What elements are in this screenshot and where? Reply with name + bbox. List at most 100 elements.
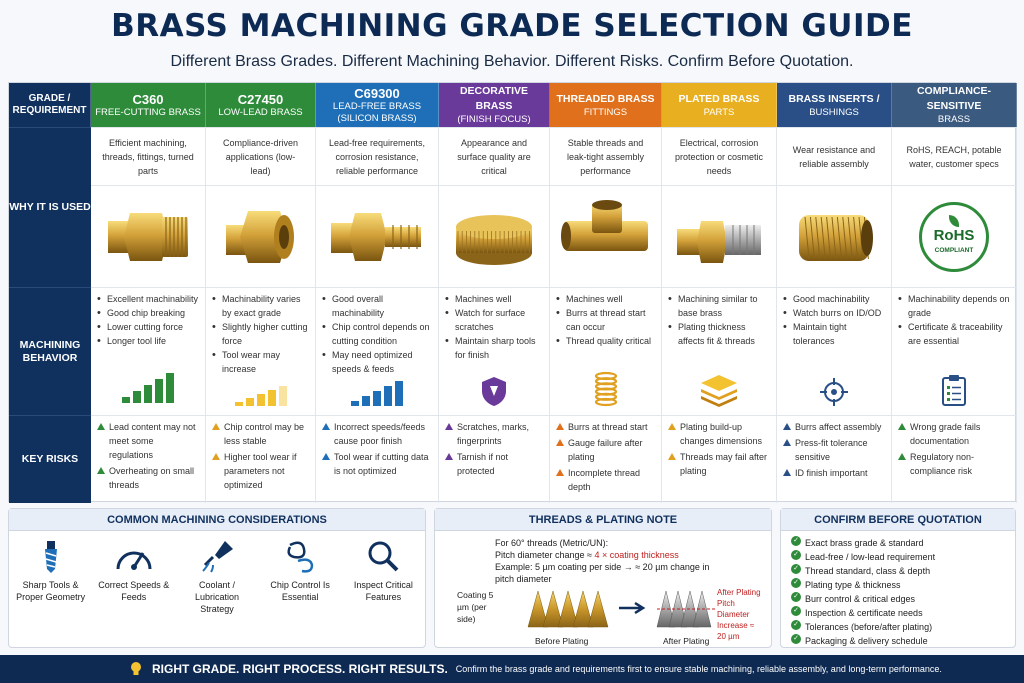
consideration-label: Correct Speeds & Feeds: [98, 580, 170, 602]
behavior-item: Good overall machinability: [322, 292, 432, 320]
consideration-item: Coolant / Lubrication Strategy: [177, 539, 257, 615]
coating-label: Coating 5 µm (per side): [457, 590, 494, 624]
before-plating-label: Before Plating: [535, 636, 589, 646]
risk-item: Wrong grade fails documentation: [898, 420, 1010, 448]
behavior-content: Excellent machinabilityGood chip breakin…: [97, 292, 199, 411]
grade-header-6: BRASS INSERTS /BUSHINGS: [777, 83, 892, 127]
behavior-content: Machinability varies by exact gradeSligh…: [212, 292, 309, 411]
risk-item: ID finish important: [783, 466, 885, 480]
behavior-item: Burrs at thread start can occur: [556, 306, 655, 334]
behavior-list: Excellent machinabilityGood chip breakin…: [97, 292, 199, 348]
insert-bushing-image: [789, 197, 879, 277]
note-line3: Example: 5 µm coating per side → ≈ 20 µm…: [495, 562, 710, 584]
shield-icon: [445, 375, 543, 407]
behavior-list: Machining similar to base brassPlating t…: [668, 292, 770, 348]
behavior-item: Longer tool life: [97, 334, 199, 348]
c27450-fitting-image: [218, 197, 304, 277]
behavior-item: Machines well: [445, 292, 543, 306]
after-plating-annotation: After Plating Pitch Diameter Increase ≈ …: [717, 587, 761, 642]
behavior-item: Certificate & traceability are essential: [898, 320, 1010, 348]
risk-item: Overheating on small threads: [97, 464, 199, 492]
image-cell-1: [206, 185, 316, 287]
why-cell-4: Stable threads and leak-tight assembly p…: [550, 127, 662, 185]
rohs-sub: COMPLIANT: [934, 247, 974, 254]
grade-header-line1: THREADED BRASS: [556, 92, 655, 105]
image-cell-3: [439, 185, 550, 287]
why-cell-1: Compliance-driven applications (low-lead…: [206, 127, 316, 185]
plating-diagram: Coating 5 µm (per side) After Plating Pi…: [445, 587, 761, 649]
behavior-list: Machinability depends on gradeCertificat…: [898, 292, 1010, 348]
consideration-label: Inspect Critical Features: [353, 580, 413, 602]
decorative-cap-image: [449, 197, 539, 277]
grade-header-line2: LEAD-FREE BRASS (SILICON BRASS): [332, 100, 422, 124]
risk-item: Higher tool wear if parameters not optim…: [212, 450, 309, 492]
page-subtitle: Different Brass Grades. Different Machin…: [170, 53, 854, 70]
threads-note-title: THREADS & PLATING NOTE: [435, 509, 771, 531]
behavior-content: Machinability depends on gradeCertificat…: [898, 292, 1010, 411]
consideration-label: Chip Control Is Essential: [270, 580, 330, 602]
behavior-content: Machines wellWatch for surface scratches…: [445, 292, 543, 411]
behavior-item: Maintain tight tolerances: [783, 320, 885, 348]
behavior-item: May need optimized speeds & feeds: [322, 348, 432, 376]
bar-chart-yellow-icon: [212, 376, 309, 410]
why-cell-6: Wear resistance and reliable assembly: [777, 127, 892, 185]
row-label-why: WHY IT IS USED: [9, 127, 91, 287]
rohs-badge: RoHS COMPLIANT: [919, 201, 989, 272]
note-line1: For 60° threads (Metric/UN):: [495, 538, 609, 548]
gauge-icon: [94, 539, 174, 573]
tee-fitting-image: [558, 197, 654, 277]
confirm-item: Packaging & delivery schedule: [791, 634, 1005, 648]
why-cell-3: Appearance and surface quality are criti…: [439, 127, 550, 185]
image-cell-5: [662, 185, 777, 287]
plated-fitting-image: [671, 197, 767, 277]
consideration-label: Sharp Tools & Proper Geometry: [16, 580, 86, 602]
footer-banner: RIGHT GRADE. RIGHT PROCESS. RIGHT RESULT…: [0, 655, 1024, 683]
grade-header-3: DECORATIVE BRASS(FINISH FOCUS): [439, 83, 550, 127]
behavior-cell-6: Good machinabilityWatch burrs on ID/ODMa…: [777, 287, 892, 415]
magnifier-icon: [343, 539, 423, 573]
confirm-item: Thread standard, class & depth: [791, 564, 1005, 578]
c360-fitting-image: [102, 197, 194, 277]
note-line2: Pitch diameter change ≈ 4 × coating thic…: [445, 549, 761, 561]
behavior-item: Tool wear may increase: [212, 348, 309, 376]
footer-desc: Confirm the brass grade and requirements…: [455, 664, 942, 674]
behavior-item: Excellent machinability: [97, 292, 199, 306]
considerations-panel: COMMON MACHINING CONSIDERATIONS Sharp To…: [8, 508, 426, 648]
note-line2b: 4 × coating thickness: [594, 550, 679, 560]
behavior-item: Thread quality critical: [556, 334, 655, 348]
behavior-content: Good overall machinabilityChip control d…: [322, 292, 432, 411]
risk-item: Press-fit tolerance sensitive: [783, 436, 885, 464]
threads-note-panel: THREADS & PLATING NOTE For 60° threads (…: [434, 508, 772, 648]
page-title: BRASS MACHINING GRADE SELECTION GUIDE: [111, 8, 913, 44]
spring-thread-icon: [556, 371, 655, 407]
consideration-item: Sharp Tools & Proper Geometry: [11, 539, 91, 615]
behavior-item: Chip control depends on cutting conditio…: [322, 320, 432, 348]
behavior-cell-1: Machinability varies by exact gradeSligh…: [206, 287, 316, 415]
risk-item: Gauge failure after plating: [556, 436, 655, 464]
after-label3: Increase ≈ 20 µm: [717, 621, 755, 641]
confirm-item: Tolerances (before/after plating): [791, 620, 1005, 634]
risks-list: Lead content may not meet some regulatio…: [97, 420, 199, 492]
behavior-content: Machining similar to base brassPlating t…: [668, 292, 770, 411]
consideration-item: Inspect Critical Features: [343, 539, 423, 615]
confirm-item: Plating type & thickness: [791, 578, 1005, 592]
rohs-main: RoHS: [933, 227, 975, 244]
behavior-item: Plating thickness affects fit & threads: [668, 320, 770, 348]
risk-item: Plating build-up changes dimensions: [668, 420, 770, 448]
grade-header-line2: FITTINGS: [583, 106, 628, 118]
row-label-risks: KEY RISKS: [9, 415, 91, 503]
